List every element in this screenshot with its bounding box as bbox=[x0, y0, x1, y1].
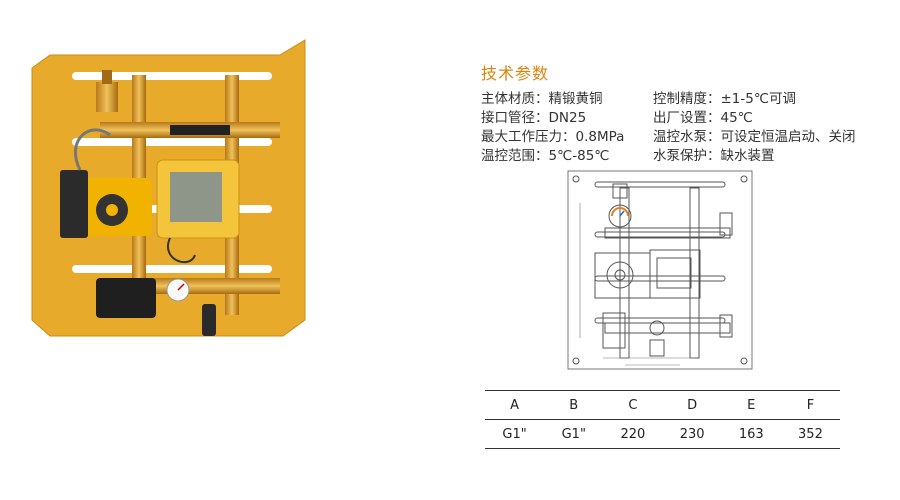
value-a: G1" bbox=[502, 426, 527, 442]
table-bottom-rule bbox=[485, 448, 840, 449]
product-photo bbox=[31, 39, 306, 337]
spec-pump-control: 温控水泵：可设定恒温启动、关闭 bbox=[653, 129, 856, 145]
spec-pump-protection: 水泵保护：缺水装置 bbox=[653, 148, 775, 164]
schematic-drawing bbox=[567, 170, 753, 370]
spec-accuracy: 控制精度：±1-5℃可调 bbox=[653, 91, 797, 107]
header-f: F bbox=[806, 397, 815, 413]
spec-pipe-size: 接口管径：DN25 bbox=[481, 110, 587, 126]
header-c: C bbox=[628, 397, 638, 413]
table-header-row: A B C D E F bbox=[485, 391, 840, 419]
spec-grid: 主体材质：精锻黄铜 接口管径：DN25 最大工作压力：0.8MPa 温控范围：5… bbox=[481, 90, 881, 170]
value-f: 352 bbox=[798, 426, 823, 442]
header-a: A bbox=[510, 397, 520, 413]
tech-specs: 技术参数 主体材质：精锻黄铜 接口管径：DN25 最大工作压力：0.8MPa 温… bbox=[481, 64, 881, 170]
spec-factory-setting: 出厂设置：45℃ bbox=[653, 110, 753, 126]
table-mid-rule bbox=[485, 419, 840, 420]
spec-title: 技术参数 bbox=[481, 64, 550, 83]
value-e: 163 bbox=[738, 426, 764, 442]
header-d: D bbox=[687, 397, 698, 413]
table-value-row: G1" G1" 220 230 163 352 bbox=[485, 420, 840, 448]
header-e: E bbox=[747, 397, 756, 413]
value-b: G1" bbox=[561, 426, 586, 442]
spec-temp-range: 温控范围：5℃-85℃ bbox=[481, 148, 610, 164]
header-b: B bbox=[569, 397, 579, 413]
spec-material: 主体材质：精锻黄铜 bbox=[481, 91, 603, 107]
dimensions-table: A B C D E F G1" G1" 220 230 163 352 bbox=[485, 390, 840, 449]
value-d: 230 bbox=[679, 426, 705, 442]
value-c: 220 bbox=[620, 426, 646, 442]
spec-max-pressure: 最大工作压力：0.8MPa bbox=[481, 129, 625, 145]
table-top-rule bbox=[485, 390, 840, 391]
